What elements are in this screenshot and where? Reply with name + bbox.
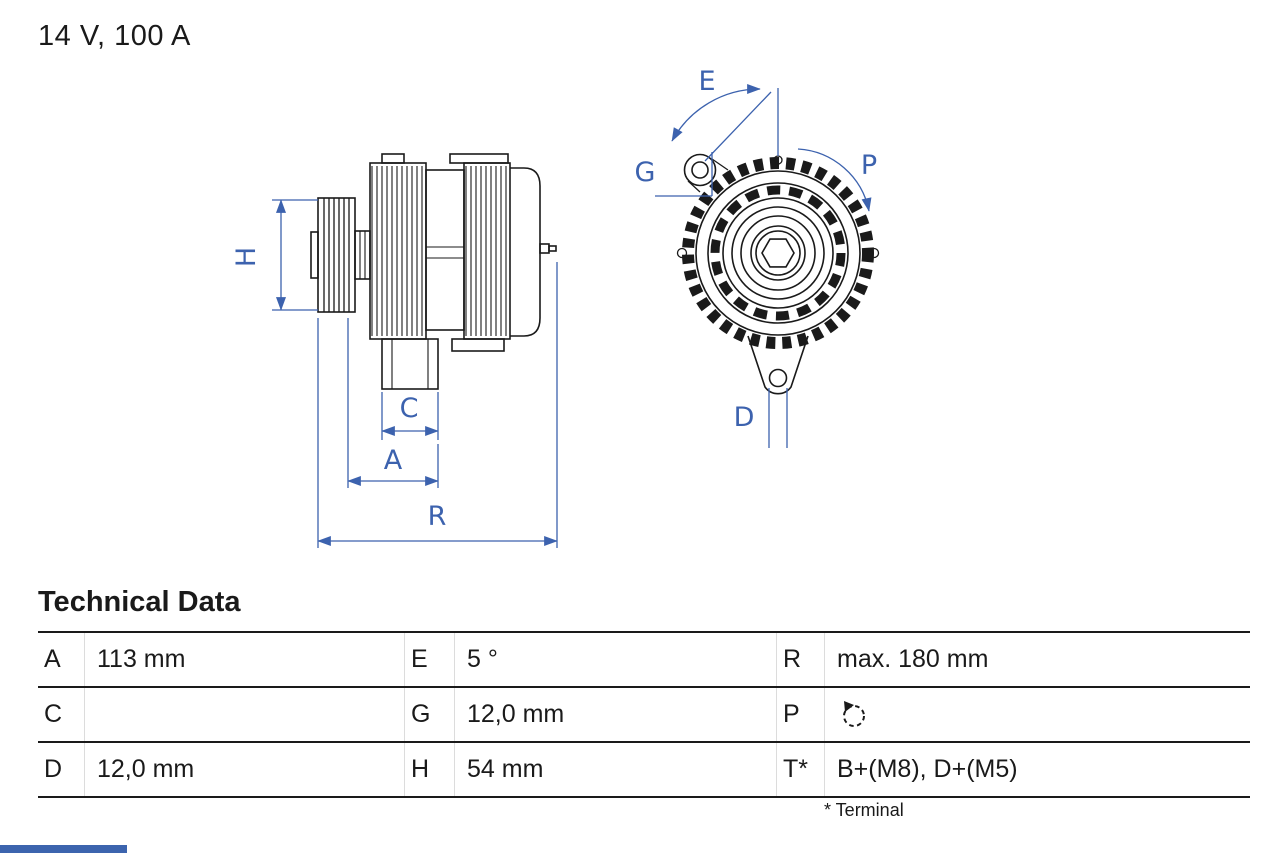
spec-value: 12,0 mm xyxy=(84,743,404,796)
dim-label-a: A xyxy=(384,445,403,476)
alternator-front-view xyxy=(676,153,880,395)
dim-label-r: R xyxy=(428,501,447,532)
spec-key: R xyxy=(776,633,824,686)
dim-label-h: H xyxy=(231,247,262,267)
table-row: A 113 mm E 5 ° R max. 180 mm xyxy=(38,633,1250,688)
dimension-labels: H C A R E G P D xyxy=(231,66,877,532)
spec-key: P xyxy=(776,688,824,741)
dimension-lines xyxy=(272,83,872,548)
dim-label-g: G xyxy=(635,157,656,188)
spec-key: T* xyxy=(776,743,824,796)
dim-label-c: C xyxy=(400,393,419,424)
dim-label-d: D xyxy=(734,402,755,433)
spec-value xyxy=(824,688,1250,741)
spec-value: B+(M8), D+(M5) xyxy=(824,743,1250,796)
alternator-side-view xyxy=(310,153,557,390)
spec-key: E xyxy=(404,633,454,686)
table-row: C G 12,0 mm P xyxy=(38,688,1250,743)
horizontal-scrollbar-thumb[interactable] xyxy=(0,845,127,853)
spec-value xyxy=(84,688,404,741)
dim-label-p: P xyxy=(861,150,877,181)
spec-key: C xyxy=(44,700,63,728)
spec-value: 5 ° xyxy=(454,633,776,686)
technical-data-table: A 113 mm E 5 ° R max. 180 mm C G 12,0 mm… xyxy=(38,631,1250,798)
terminal-footnote: * Terminal xyxy=(824,800,904,820)
spec-key: H xyxy=(404,743,454,796)
spec-key: G xyxy=(404,688,454,741)
spec-value: 113 mm xyxy=(84,633,404,686)
dim-label-e: E xyxy=(698,66,715,97)
technical-drawing: H C A R E G P D xyxy=(231,66,880,548)
spec-value: 54 mm xyxy=(454,743,776,796)
spec-key: D xyxy=(44,755,63,783)
rotation-direction-icon xyxy=(843,700,865,727)
page-title: 14 V, 100 A xyxy=(38,20,191,52)
technical-data-heading: Technical Data xyxy=(38,586,241,618)
spec-key: A xyxy=(44,645,61,673)
spec-value: 12,0 mm xyxy=(454,688,776,741)
table-row: D 12,0 mm H 54 mm T* B+(M8), D+(M5) xyxy=(38,743,1250,798)
spec-value: max. 180 mm xyxy=(824,633,1250,686)
